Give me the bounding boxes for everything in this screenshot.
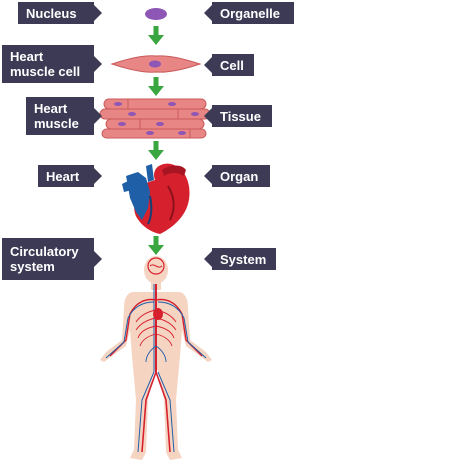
label-organelle: Organelle <box>204 2 294 24</box>
label-tissue: Tissue <box>204 105 272 127</box>
label-organ: Organ <box>204 165 270 187</box>
arrow-tissue-to-organ <box>148 141 164 160</box>
label-circulatory-system: Circulatory system <box>2 238 102 280</box>
arrow-organ-to-system <box>148 236 164 255</box>
nucleus-illustration <box>145 8 167 20</box>
arrow-nucleus-to-cell <box>148 26 164 45</box>
label-cell: Cell <box>204 54 254 76</box>
arrow-cell-to-tissue <box>148 77 164 96</box>
label-heart-muscle: Heart muscle <box>26 97 102 135</box>
heart-illustration <box>122 163 190 234</box>
label-system: System <box>204 248 276 270</box>
heart-muscle-tissue-illustration <box>99 98 211 139</box>
heart-muscle-cell-illustration <box>110 55 202 73</box>
label-heart-muscle-cell: Heart muscle cell <box>2 45 102 83</box>
circulatory-system-illustration <box>100 256 212 460</box>
label-nucleus: Nucleus <box>18 2 102 24</box>
label-heart: Heart <box>38 165 102 187</box>
